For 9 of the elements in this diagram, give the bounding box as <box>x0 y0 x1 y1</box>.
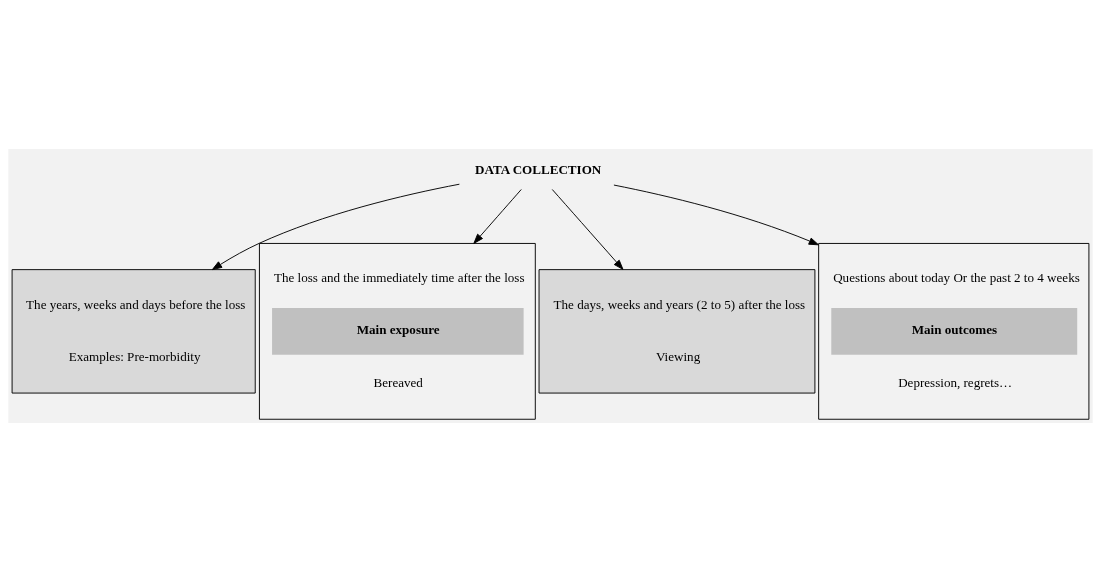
arrow <box>473 189 522 244</box>
node-box: The days, weeks and years (2 to 5) after the loss Viewing <box>538 269 816 394</box>
node-box: The loss and the immediately time after the loss Main exposure Bereaved <box>258 243 536 420</box>
arrow <box>613 184 819 246</box>
node-box: The years, weeks and days before the loss Examples: Pre-morbidity <box>11 269 256 394</box>
arrow <box>211 183 460 271</box>
arrow <box>551 189 624 270</box>
node-text: DATA COLLECTION <box>474 161 602 177</box>
node-box: Questions about today Or the past 2 to 4 weeks Main outcomes Depression, regrets… <box>818 243 1090 420</box>
